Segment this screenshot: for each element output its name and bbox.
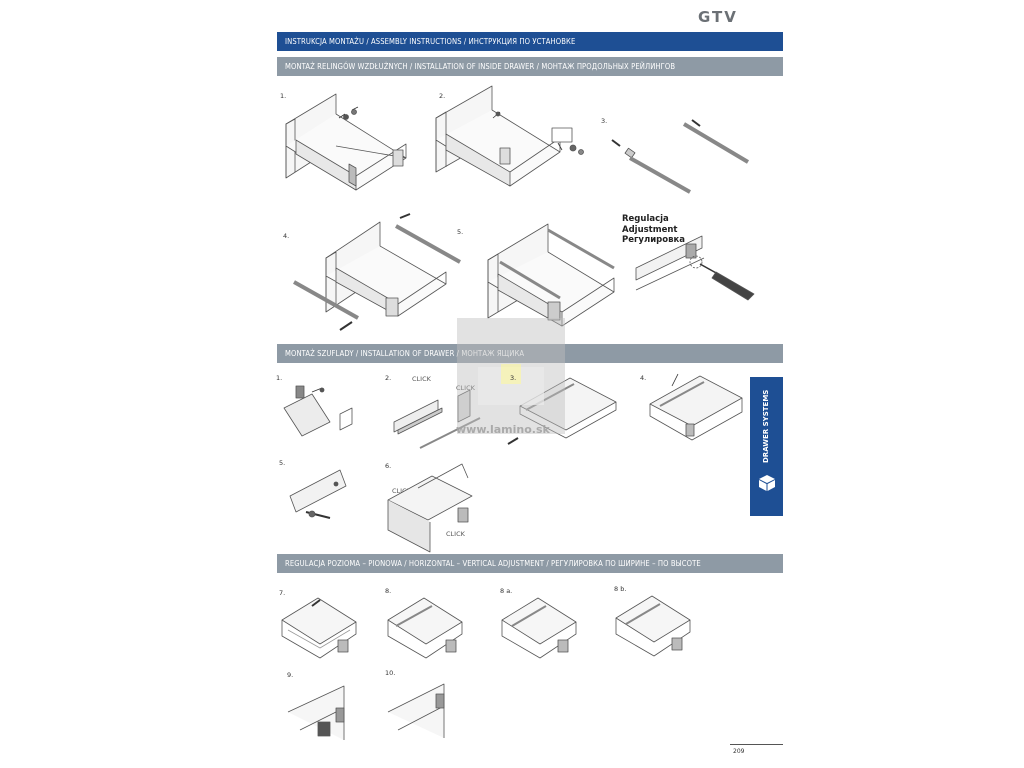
step-label: 2. [385,374,392,382]
front-panel-illustration [283,385,353,437]
watermark-box [457,318,565,434]
drawer-illustration [293,213,461,331]
drawer-box-icon [759,475,775,491]
step-label: 7. [279,589,286,597]
section-header-adjustment: REGULACJA POZIOMA – PIONOWA / HORIZONTAL… [277,554,783,573]
drawer-illustration [487,223,615,327]
adjustment-ru: Регулировка [622,235,685,245]
drawer-illustration [507,377,617,445]
section-header-inside-drawer: MONTAŻ RELINGÓW WZDŁUŻNYCH / INSTALLATIO… [277,57,783,76]
step-label: 5. [457,228,464,236]
footer-line [730,744,783,745]
step-label: 5. [279,459,286,467]
step-label: 1. [280,92,287,100]
step-label: 8 a. [500,587,513,595]
cabinet-detail-illustration [387,683,445,738]
drawer-illustration [501,597,577,659]
watermark-highlight [501,364,521,384]
step-label: 3. [510,374,517,382]
rail-illustration [611,119,750,194]
drawer-systems-label: DRAWER SYSTEMS [762,389,770,463]
step-label: 6. [385,462,392,470]
page-number: 209 [733,748,745,755]
drawer-illustration [387,597,463,659]
main-title-bar: INSTRUKCJA MONTAŻU / ASSEMBLY INSTRUCTIO… [277,32,783,51]
adjustment-pl: Regulacja [622,214,669,224]
click-callout: CLICK [392,487,411,495]
step-label: 2. [439,92,446,100]
step-label: 3. [601,117,608,125]
cabinet-detail-illustration [287,685,345,740]
step-label: 4. [640,374,647,382]
drawer-illustration [615,595,691,657]
drawer-illustration [435,85,584,187]
drawer-illustration [281,597,357,659]
click-callout: CLICK [412,375,431,383]
gtv-logo: GTV [698,8,738,26]
front-panel-illustration [289,469,347,519]
screwdriver-illustration [635,235,755,301]
click-callout: CLICK [456,384,475,392]
click-callout: CLICK [446,530,465,538]
step-label: 4. [283,232,290,240]
step-label: 8. [385,587,392,595]
drawer-illustration [285,93,407,191]
adjustment-label: Regulacja Adjustment Регулировка [622,214,685,246]
step-label: 9. [287,671,294,679]
runner-illustration [393,389,481,449]
watermark-text: www.lamino.sk [456,423,550,436]
section-header-installation-of-drawer: MONTAŻ SZUFLADY / INSTALLATION OF DRAWER… [277,344,783,363]
step-label: 10. [385,669,396,677]
step-label: 1. [276,374,283,382]
drawer-illustration [387,463,473,553]
drawer-systems-tab: DRAWER SYSTEMS [750,377,783,516]
adjustment-en: Adjustment [622,224,678,235]
step-label: 8 b. [614,585,627,593]
drawer-illustration [649,373,743,441]
